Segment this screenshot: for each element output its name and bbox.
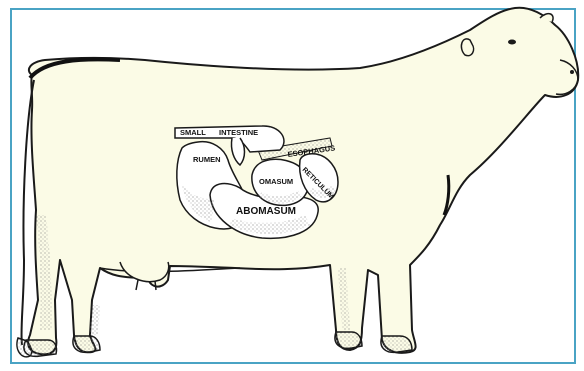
hoof	[335, 332, 362, 348]
rumen-label: RUMEN	[193, 155, 221, 164]
hoof	[381, 336, 412, 352]
hoof	[73, 336, 100, 352]
nostril	[570, 70, 574, 74]
small-intestine-label: SMALL	[180, 128, 206, 137]
hoof	[24, 340, 57, 356]
eye-icon	[508, 40, 516, 45]
omasum-label: OMASUM	[259, 177, 293, 186]
udder	[120, 262, 169, 282]
teat	[155, 281, 156, 290]
teat	[136, 280, 138, 290]
abomasum-label: ABOMASUM	[236, 206, 296, 217]
intestine-label: INTESTINE	[219, 128, 258, 137]
